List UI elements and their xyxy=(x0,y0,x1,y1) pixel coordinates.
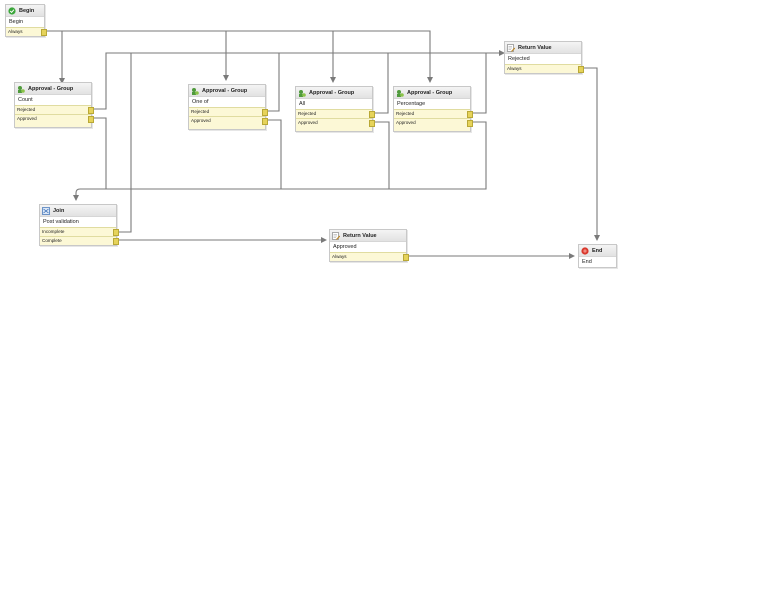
node-subtitle: Count xyxy=(18,97,33,103)
wire-count-approved xyxy=(94,117,107,189)
wire-all-rejected xyxy=(375,53,389,114)
port-always[interactable]: Always xyxy=(6,27,47,36)
port-incomplete[interactable]: Incomplete xyxy=(40,227,119,236)
port-knob[interactable] xyxy=(467,111,473,118)
end-icon xyxy=(581,246,589,255)
node-title: Approval - Group xyxy=(407,89,453,96)
node-approval-group-percentage[interactable]: Approval - Group Percentage Rejected App… xyxy=(393,86,473,132)
port-knob[interactable] xyxy=(113,229,119,236)
port-knob[interactable] xyxy=(41,29,47,36)
port-rejected[interactable]: Rejected xyxy=(189,107,268,116)
port-approved[interactable]: Approved xyxy=(15,114,94,123)
node-join[interactable]: Join Post validation Incomplete Complete xyxy=(39,204,119,246)
port-rejected[interactable]: Rejected xyxy=(394,109,473,118)
return-value-icon xyxy=(507,43,515,52)
node-title: Approval - Group xyxy=(202,87,248,94)
node-approval-group-count[interactable]: Approval - Group Count Rejected Approved xyxy=(14,82,94,128)
wire-percent-approved xyxy=(73,121,487,201)
port-knob[interactable] xyxy=(578,66,584,73)
node-subtitle: End xyxy=(582,259,592,265)
node-approval-group-one-of[interactable]: Approval - Group One of Rejected Approve… xyxy=(188,84,268,130)
node-title: Approval - Group xyxy=(28,85,74,92)
begin-icon xyxy=(8,6,16,15)
wire-all-approved xyxy=(375,121,390,189)
node-begin[interactable]: Begin Begin Always xyxy=(5,4,47,37)
port-rejected[interactable]: Rejected xyxy=(296,109,375,118)
port-knob[interactable] xyxy=(467,120,473,127)
port-approved[interactable]: Approved xyxy=(189,116,268,125)
port-knob[interactable] xyxy=(113,238,119,245)
node-title: Return Value xyxy=(518,44,552,51)
port-knob[interactable] xyxy=(369,111,375,118)
join-icon xyxy=(42,206,50,215)
node-title: Return Value xyxy=(343,232,377,239)
approval-group-icon xyxy=(299,89,306,97)
node-return-value-rejected[interactable]: Return Value Rejected Always xyxy=(504,41,584,74)
wire-begin-to-oneof xyxy=(62,30,229,81)
port-approved[interactable]: Approved xyxy=(296,118,375,127)
approval-group-icon xyxy=(18,85,25,93)
approval-group-icon xyxy=(192,87,199,95)
node-approval-group-all[interactable]: Approval - Group All Rejected Approved xyxy=(295,86,375,132)
wire-percent-rejected xyxy=(472,50,505,114)
wire-rejected-to-end xyxy=(584,67,600,241)
port-approved[interactable]: Approved xyxy=(394,118,473,127)
wire-join-incomplete xyxy=(119,53,132,233)
node-subtitle: Approved xyxy=(333,244,357,250)
port-knob[interactable] xyxy=(88,107,94,114)
node-subtitle: Begin xyxy=(9,19,24,25)
wire-oneof-approved xyxy=(268,119,282,189)
port-complete[interactable]: Complete xyxy=(40,236,119,245)
port-knob[interactable] xyxy=(262,109,268,116)
port-knob[interactable] xyxy=(403,254,409,261)
node-title: Join xyxy=(53,207,65,214)
node-subtitle: One of xyxy=(192,99,209,105)
port-knob[interactable] xyxy=(262,118,268,125)
node-subtitle: All xyxy=(299,101,306,107)
port-rejected[interactable]: Rejected xyxy=(15,105,94,114)
node-subtitle: Percentage xyxy=(397,101,426,107)
node-title: Begin xyxy=(19,7,35,14)
node-end[interactable]: End End xyxy=(578,244,617,268)
approval-group-icon xyxy=(397,89,404,97)
node-title: End xyxy=(592,247,603,254)
wire-begin-to-count xyxy=(47,30,65,84)
port-knob[interactable] xyxy=(88,116,94,123)
port-always[interactable]: Always xyxy=(330,252,409,261)
node-subtitle: Post validation xyxy=(43,219,79,225)
node-subtitle: Rejected xyxy=(508,56,530,62)
port-always[interactable]: Always xyxy=(505,64,584,73)
port-knob[interactable] xyxy=(369,120,375,127)
wire-oneof-rejected xyxy=(268,53,280,112)
wire-count-rejected xyxy=(94,52,488,110)
node-return-value-approved[interactable]: Return Value Approved Always xyxy=(329,229,409,262)
return-value-icon xyxy=(332,231,340,240)
wire-begin-to-percent xyxy=(333,30,433,83)
node-title: Approval - Group xyxy=(309,89,355,96)
